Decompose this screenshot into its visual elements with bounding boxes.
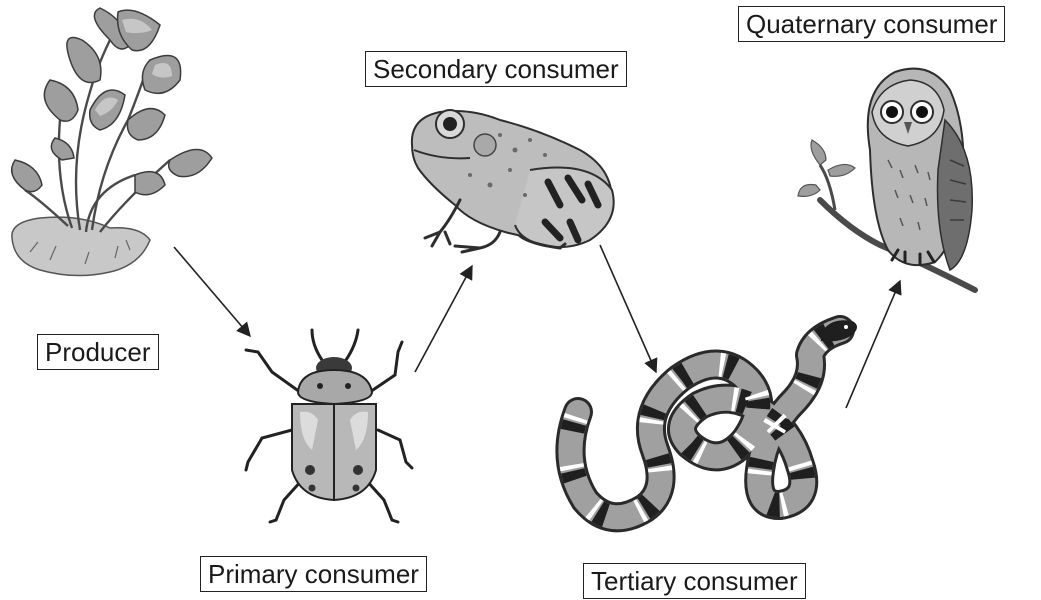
arrow-tertiary-to-quaternary [846,281,900,408]
quaternary-consumer-label: Quaternary consumer [738,6,1005,42]
primary-consumer-label: Primary consumer [200,556,427,592]
tertiary-consumer-label: Tertiary consumer [583,563,806,599]
snake-illustration [570,321,856,517]
secondary-consumer-label: Secondary consumer [365,51,627,87]
owl-illustration [798,69,975,290]
arrow-secondary-to-tertiary [600,245,656,372]
frog-illustration [412,110,614,252]
arrow-primary-to-secondary [415,266,472,372]
producer-label: Producer [37,334,159,370]
plant-illustration [12,8,212,276]
arrow-producer-to-primary [174,247,250,336]
beetle-illustration [246,330,412,522]
